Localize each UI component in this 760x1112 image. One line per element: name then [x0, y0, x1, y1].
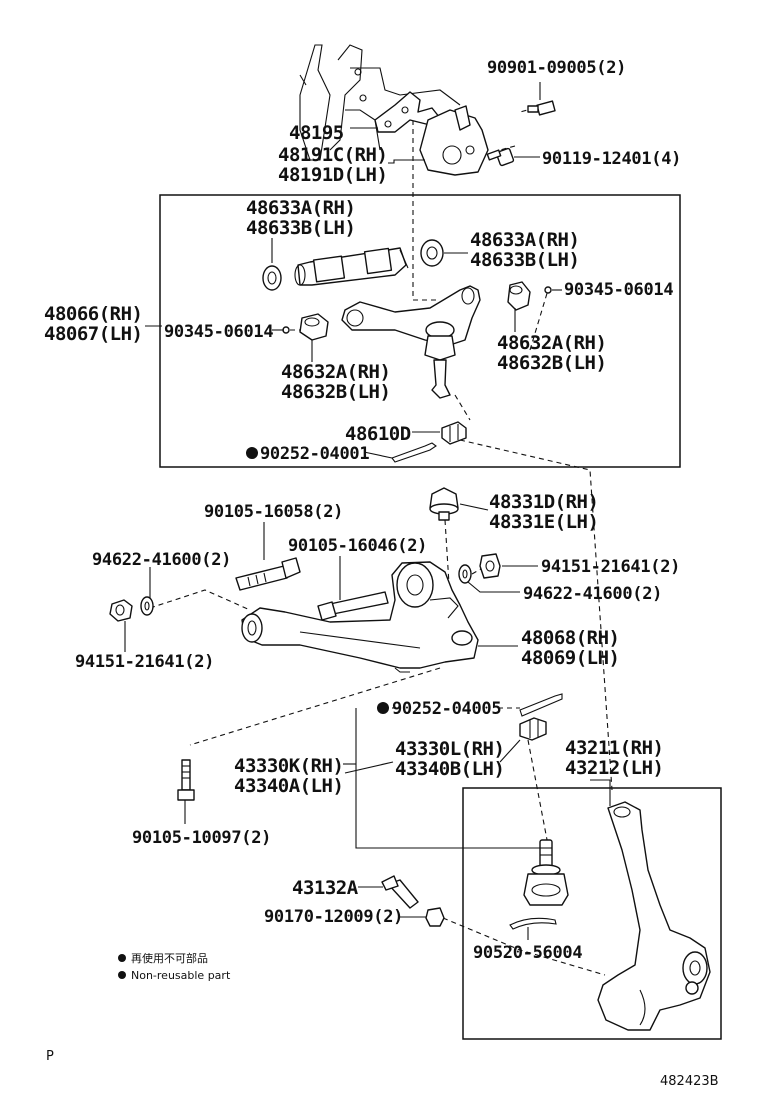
label-94622-41600-left: 94622-41600(2) [92, 550, 231, 570]
label-48191d: 48191D(LH) [278, 164, 387, 186]
nut-48610d [441, 421, 467, 445]
bolt-43132a [381, 875, 419, 909]
bolt-90105-16058 [235, 557, 301, 591]
drawing-number: 482423B [660, 1074, 719, 1089]
label-48331d: 48331D(RH) [489, 491, 598, 513]
legend-marker-en [118, 971, 126, 979]
label-48633b-right: 48633B(LH) [470, 249, 579, 271]
label-90901-09005: 90901-09005(2) [487, 58, 626, 78]
label-90252-04005: 90252-04005 [392, 699, 501, 719]
label-90345-06014-left: 90345-06014 [164, 322, 273, 342]
label-48331e: 48331E(LH) [489, 511, 598, 533]
legend-text-en: Non-reusable part [131, 969, 231, 982]
label-43212: 43212(LH) [565, 757, 663, 779]
non-reusable-marker-90252-04001 [246, 447, 258, 459]
label-48633a-top: 48633A(RH) [246, 197, 355, 219]
label-48067: 48067(LH) [44, 323, 142, 345]
label-48066: 48066(RH) [44, 303, 142, 325]
label-48632a-right: 48632A(RH) [497, 332, 606, 354]
label-90345-06014-right: 90345-06014 [564, 280, 673, 300]
label-94622-41600-right: 94622-41600(2) [523, 584, 662, 604]
knuckle-group-box [462, 787, 722, 1040]
upper-control-arm [341, 285, 481, 399]
label-90252-04001: 90252-04001 [260, 444, 369, 464]
label-90105-16058: 90105-16058(2) [204, 502, 343, 522]
footer-left-mark: P [46, 1049, 54, 1064]
label-43340b: 43340B(LH) [395, 758, 504, 780]
non-reusable-marker-90252-04005 [377, 702, 389, 714]
plate-48195 [374, 91, 441, 133]
legend-text-jp: 再使用不可部品 [131, 951, 208, 965]
label-90119-12401: 90119-12401(4) [542, 149, 681, 169]
upper-arm-group-box [159, 194, 681, 468]
label-43330l: 43330L(RH) [395, 738, 504, 760]
steering-knuckle-43211 [597, 801, 711, 1031]
label-48632a-left: 48632A(RH) [281, 361, 390, 383]
cotter-pin-90252-04001 [391, 442, 437, 463]
bolt-90119 [486, 147, 515, 167]
label-90105-10097: 90105-10097(2) [132, 828, 271, 848]
label-43211: 43211(RH) [565, 737, 663, 759]
label-94151-21641-left: 94151-21641(2) [75, 652, 214, 672]
label-43132a: 43132A [292, 877, 359, 899]
washer-94622-right [458, 564, 472, 584]
bushing-48633-left [262, 265, 282, 291]
bolt-90901 [527, 100, 556, 116]
bushing-48632-right [507, 281, 531, 311]
frame-bracket-illustration [299, 44, 461, 161]
part-labels: 90901-09005(2) 48195 48191C(RH) 48191D(L… [44, 58, 681, 963]
label-90520-56004: 90520-56004 [473, 943, 582, 963]
label-48632b-right: 48632B(LH) [497, 352, 606, 374]
assembly-guide-lines [149, 107, 613, 976]
label-94151-21641-right: 94151-21641(2) [541, 557, 680, 577]
bushing-48632-left [299, 313, 329, 341]
snap-ring-90520 [509, 917, 557, 930]
label-48633a-right: 48633A(RH) [470, 229, 579, 251]
bushing-48633-right [420, 239, 444, 267]
label-43330k: 43330K(RH) [234, 755, 343, 777]
grease-fitting-90345 [282, 286, 552, 334]
lower-ball-joint-43330 [523, 839, 569, 906]
ball-joint-48331 [429, 487, 459, 521]
bolt-90105-16046 [317, 591, 389, 621]
label-90105-16046: 90105-16046(2) [288, 536, 427, 556]
nut-94151-right [479, 553, 501, 579]
label-48195: 48195 [289, 122, 344, 144]
lower-control-arm [241, 561, 479, 673]
shaft-48633 [294, 247, 409, 286]
bolt-90105-10097 [177, 759, 195, 801]
label-48610d: 48610D [345, 423, 411, 445]
label-48069: 48069(LH) [521, 647, 619, 669]
label-48632b-left: 48632B(LH) [281, 381, 390, 403]
label-48191c: 48191C(RH) [278, 144, 387, 166]
leader-lines [124, 82, 611, 940]
nut-94151-left [109, 599, 133, 622]
label-43340a: 43340A(LH) [234, 775, 343, 797]
nut-90170 [425, 907, 445, 927]
nut-43330l [519, 717, 547, 741]
label-90170-12009: 90170-12009(2) [264, 907, 403, 927]
label-48633b-top: 48633B(LH) [246, 217, 355, 239]
washer-94622-left [140, 596, 154, 616]
cotter-pin-90252-04005 [519, 693, 563, 717]
legend-marker-jp [118, 954, 126, 962]
label-48068: 48068(RH) [521, 627, 619, 649]
